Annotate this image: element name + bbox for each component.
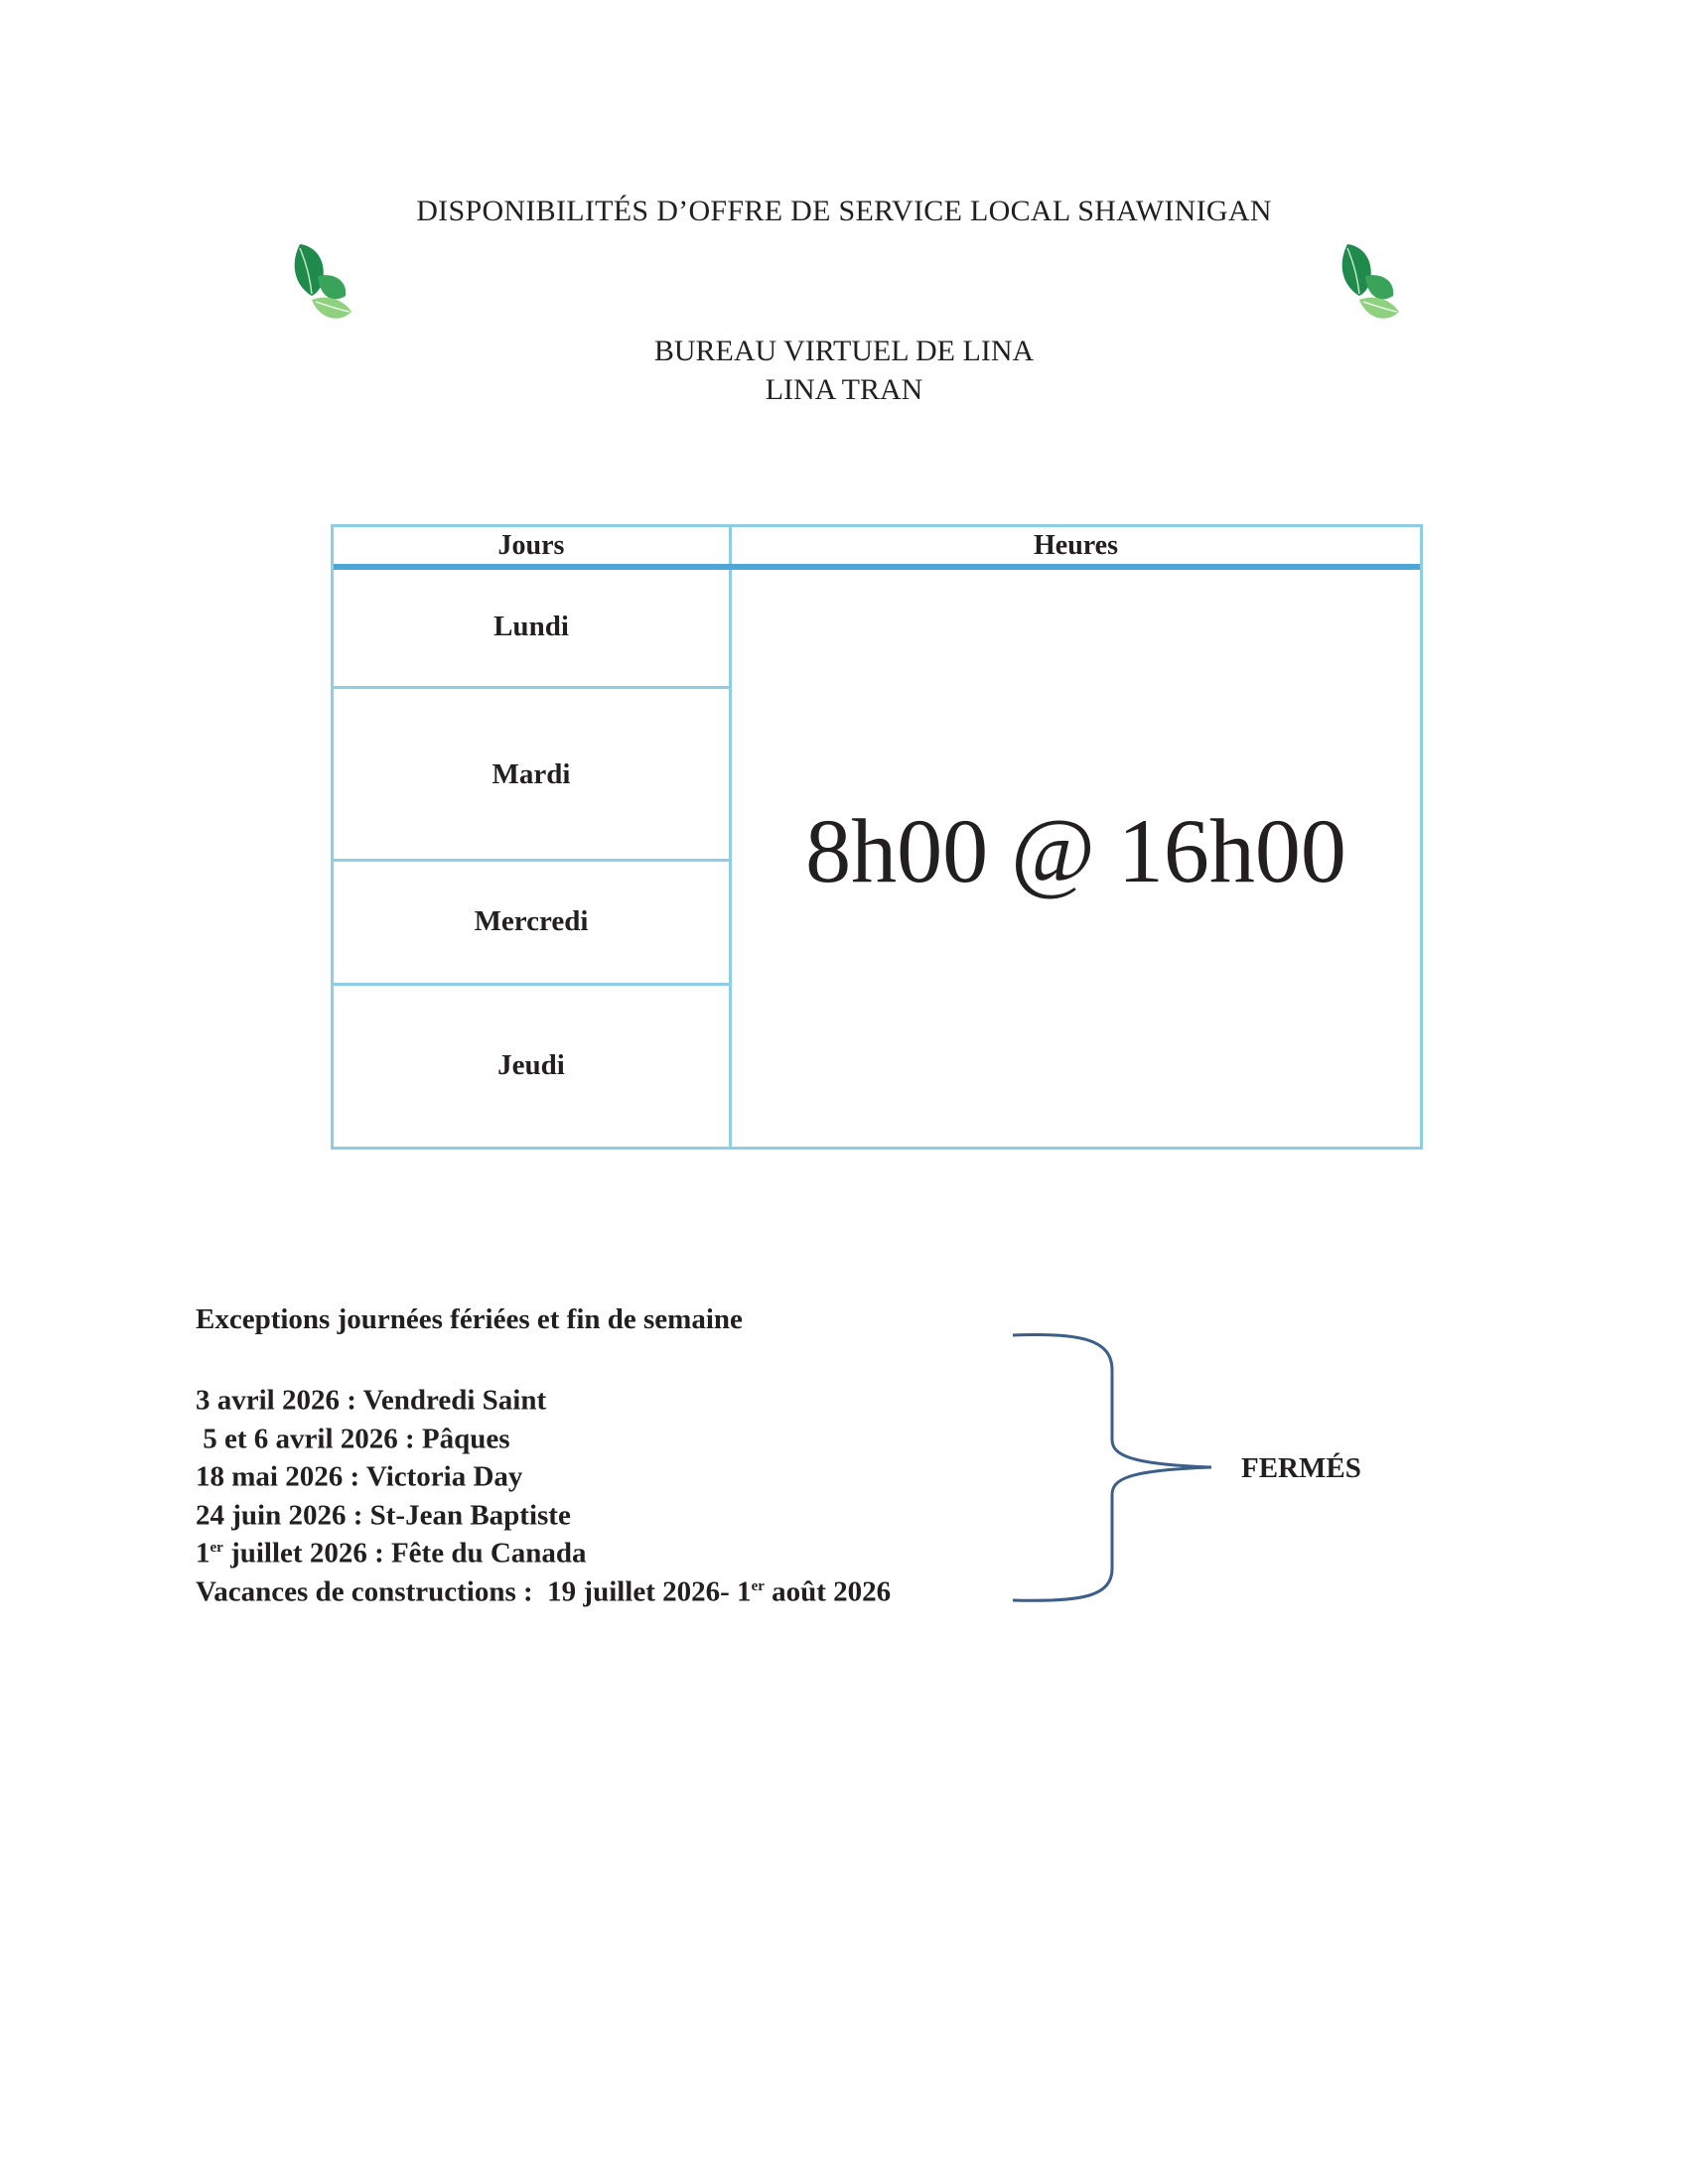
closed-label: FERMÉS (1241, 1452, 1361, 1484)
office-name: BUREAU VIRTUEL DE LINA (653, 335, 1035, 367)
day-tuesday: Mardi (492, 758, 571, 790)
list-item: 3 avril 2026 : Vendredi Saint (196, 1384, 547, 1417)
leaf-icon (294, 244, 352, 319)
leaf-icon (1341, 244, 1399, 319)
list-item: 24 juin 2026 : St-Jean Baptiste (196, 1499, 571, 1532)
brace-icon (1012, 1332, 1212, 1602)
person-name: LINA TRAN (765, 373, 923, 406)
row-divider (334, 983, 729, 986)
column-header-days: Jours (497, 530, 565, 561)
exceptions-list: 3 avril 2026 : Vendredi Saint 5 et 6 avr… (196, 1376, 892, 1608)
list-item: 1er juillet 2026 : Fête du Canada (196, 1537, 587, 1570)
exceptions-title: Exceptions journées fériées et fin de se… (196, 1303, 743, 1335)
list-item: 18 mai 2026 : Victoria Day (196, 1460, 523, 1493)
header-rule (334, 564, 1420, 570)
opening-hours: 8h00 @ 16h00 (805, 800, 1346, 901)
day-thursday: Jeudi (497, 1049, 565, 1081)
column-divider (729, 527, 732, 1147)
day-wednesday: Mercredi (474, 905, 589, 937)
list-item: 5 et 6 avril 2026 : Pâques (196, 1423, 510, 1455)
list-item: Vacances de constructions : 19 juillet 2… (196, 1575, 892, 1608)
page-title: DISPONIBILITÉS D’OFFRE DE SERVICE LOCAL … (416, 195, 1272, 227)
row-divider (334, 859, 729, 862)
row-divider (334, 686, 729, 689)
day-monday: Lundi (493, 611, 569, 642)
column-header-hours: Heures (1033, 530, 1119, 561)
schedule-table: Jours Heures Lundi Mardi Mercredi Jeudi … (331, 524, 1423, 1150)
exceptions-section: Exceptions journées fériées et fin de se… (196, 1300, 892, 1608)
